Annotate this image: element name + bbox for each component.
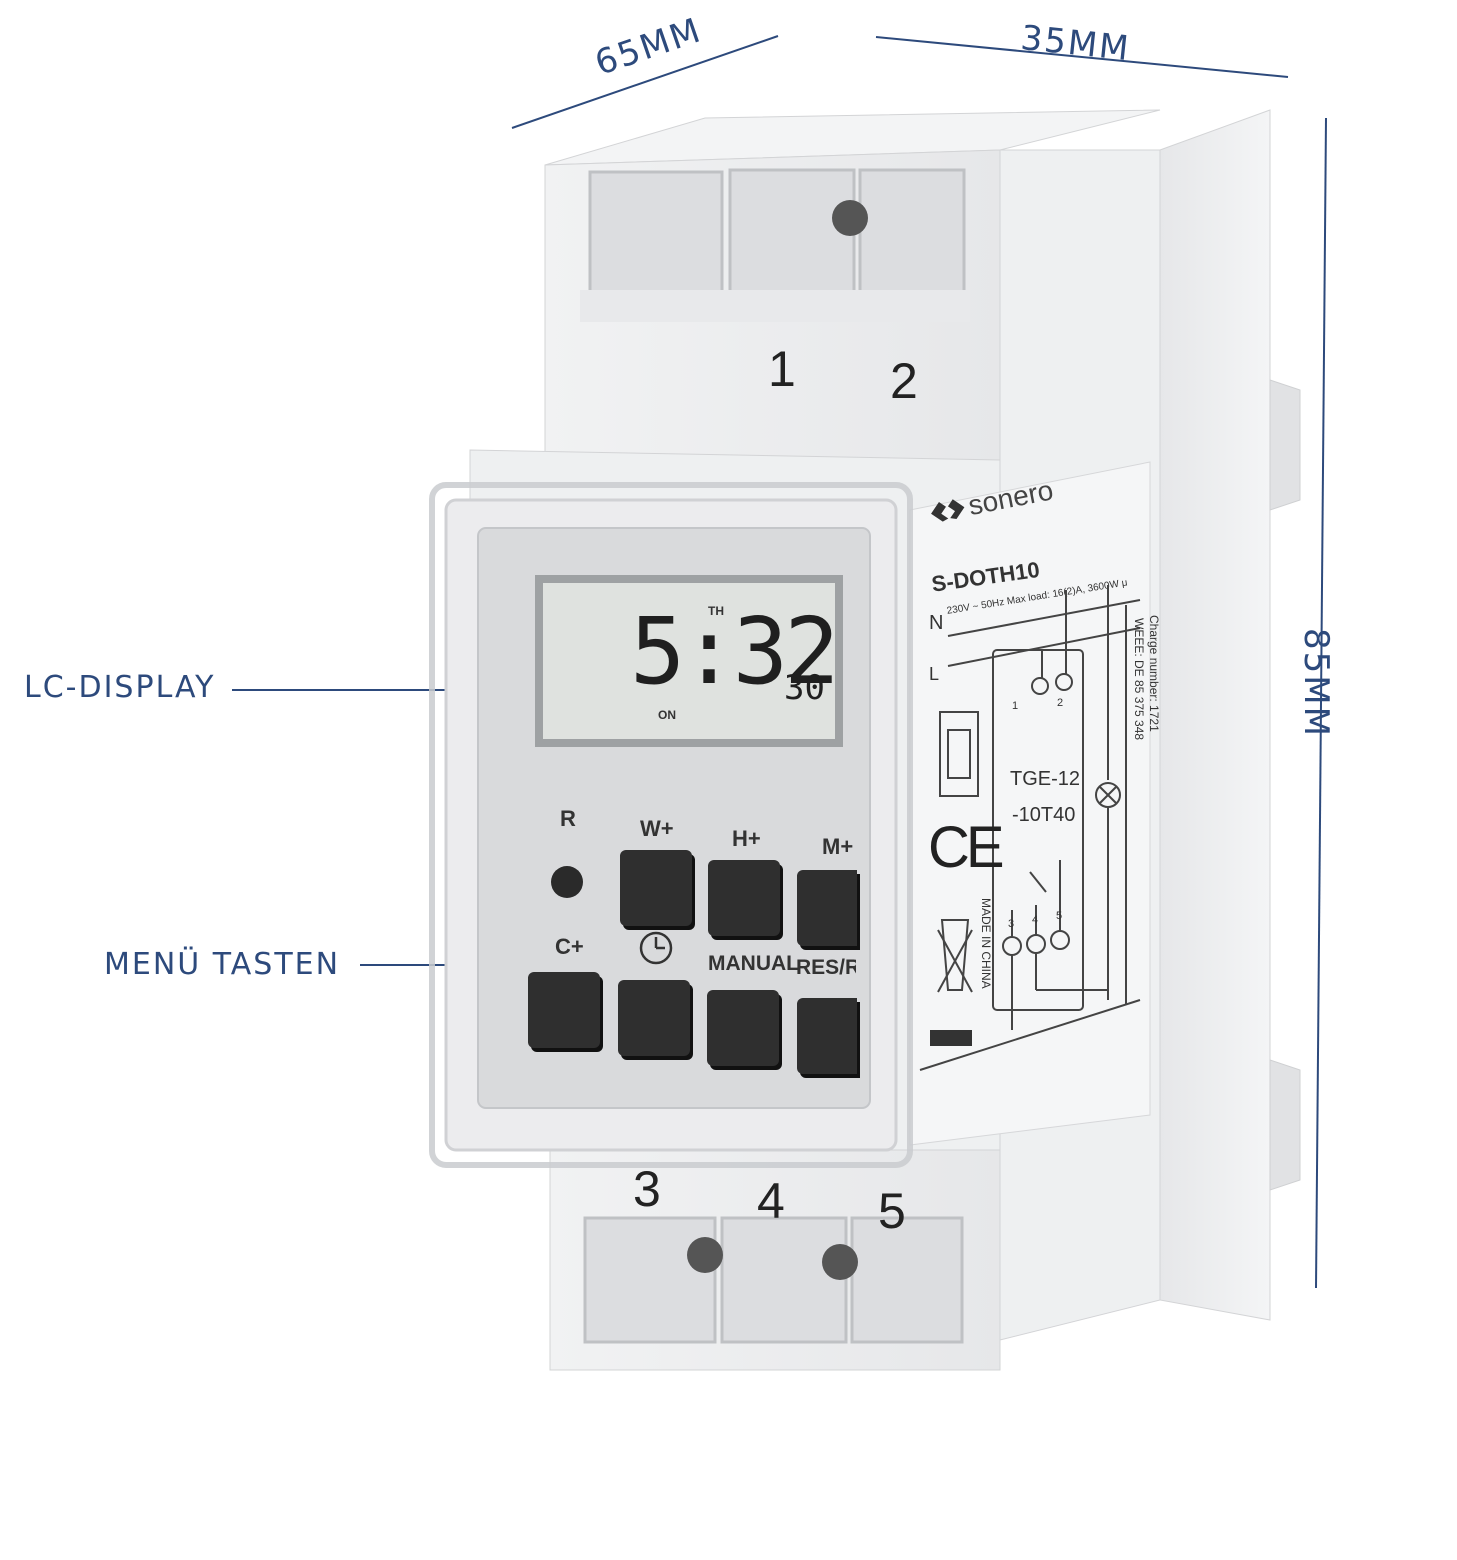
terminal-3: 3	[633, 1161, 661, 1217]
line-label: L	[929, 664, 940, 684]
minute-button[interactable]	[797, 870, 857, 946]
ce-mark: CE	[928, 815, 1005, 880]
terminal-4: 4	[757, 1173, 785, 1229]
width-line	[875, 36, 1289, 78]
display-callout: LC-DISPLAY	[24, 670, 216, 705]
contact-5: 5	[1056, 910, 1063, 922]
code-2: -10T40	[1012, 804, 1076, 826]
res-label-clip: RES/R	[796, 956, 856, 980]
clock-prog-button[interactable]	[528, 972, 600, 1048]
contact-2: 2	[1057, 697, 1064, 709]
contact-4: 4	[1032, 914, 1039, 926]
week-label: W+	[640, 816, 674, 841]
manual-button[interactable]	[707, 990, 779, 1066]
brand-block: sonero	[928, 474, 1056, 529]
clock-icon	[639, 931, 673, 965]
code-1: TGE-12	[1010, 768, 1081, 790]
week-button[interactable]	[620, 850, 692, 926]
manual-label: MANUAL	[708, 952, 799, 975]
reset-label: R	[560, 806, 576, 831]
terminal-2: 2	[890, 353, 918, 409]
height-line	[1315, 117, 1327, 1289]
res-label: RES/R	[796, 956, 856, 979]
origin-text: MADE IN CHINA	[979, 898, 993, 989]
charge-number: Charge number: 1721	[1147, 615, 1161, 732]
minute-label: M+	[822, 834, 854, 859]
lcd-status: ON	[658, 708, 676, 722]
weee-number: WEEE: DE 85 375 348	[1132, 618, 1146, 741]
lcd-seconds: 30	[784, 668, 825, 708]
buttons-callout: MENÜ TASTEN	[104, 947, 341, 982]
contact-1: 1	[1012, 700, 1019, 712]
clock-prog-label: C+	[555, 934, 584, 959]
terminal-5: 5	[878, 1183, 906, 1239]
lcd-time: 5:32	[630, 598, 840, 705]
depth-line	[511, 35, 779, 129]
neutral-label: N	[929, 612, 944, 634]
res-button[interactable]	[797, 998, 857, 1074]
hour-label: H+	[732, 826, 761, 851]
clock-button[interactable]	[618, 980, 690, 1056]
contact-3: 3	[1008, 918, 1015, 930]
lcd-day: TH	[708, 604, 724, 618]
sonero-logo-icon	[929, 496, 967, 524]
hour-button[interactable]	[708, 860, 780, 936]
terminal-1: 1	[768, 341, 796, 397]
